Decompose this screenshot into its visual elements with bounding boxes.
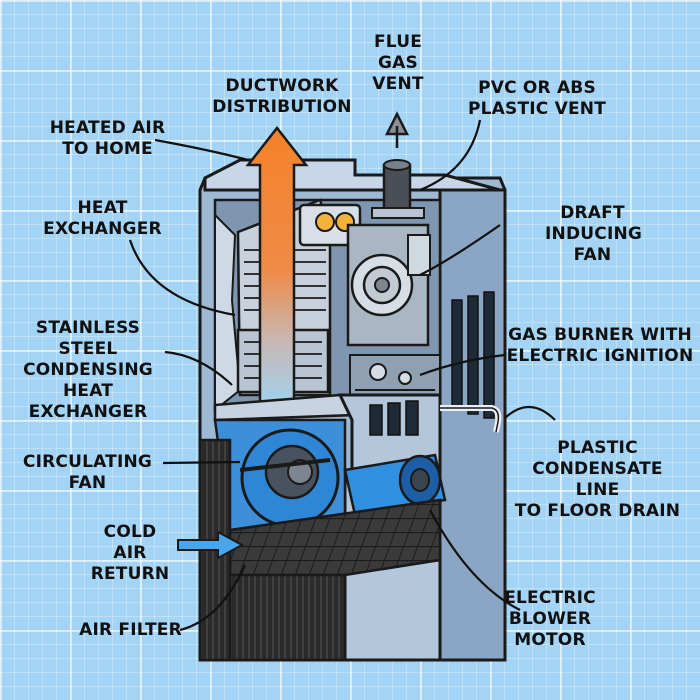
label-gas-burner: GAS BURNER WITH ELECTRIC IGNITION [506, 325, 694, 366]
label-heat-exchanger: HEAT EXCHANGER [43, 198, 162, 239]
label-air-filter: AIR FILTER [79, 620, 182, 640]
label-plastic-condensate: PLASTIC CONDENSATE LINE TO FLOOR DRAIN [514, 438, 681, 521]
draft-inducing-fan [346, 223, 431, 347]
label-stainless-condensing: STAINLESS STEEL CONDENSING HEAT EXCHANGE… [23, 318, 153, 422]
label-cold-air-return: COLD AIR RETURN [90, 522, 170, 584]
leader-lines [128, 119, 556, 632]
cold-air-arrow [177, 530, 245, 560]
blower-motor [343, 453, 447, 517]
flue-vent-pipe [371, 111, 425, 219]
label-heated-air: HEATED AIR TO HOME [49, 118, 166, 159]
label-draft-inducing-fan: DRAFT INDUCING FAN [545, 203, 643, 265]
label-ductwork-distribution: DUCTWORK DISTRIBUTION [212, 76, 352, 117]
heated-air-arrow [245, 125, 309, 412]
label-flue-gas-vent: FLUE GAS VENT [372, 32, 424, 94]
gas-burner [349, 354, 441, 396]
blower-compartment [213, 418, 347, 532]
air-filter-unit [198, 438, 442, 662]
condensate-line-outline [440, 407, 500, 433]
label-circulating-fan: CIRCULATING FAN [22, 452, 153, 493]
label-electric-blower: ELECTRIC BLOWER MOTOR [504, 588, 596, 650]
label-pvc-abs-vent: PVC OR ABS PLASTIC VENT [467, 78, 606, 119]
